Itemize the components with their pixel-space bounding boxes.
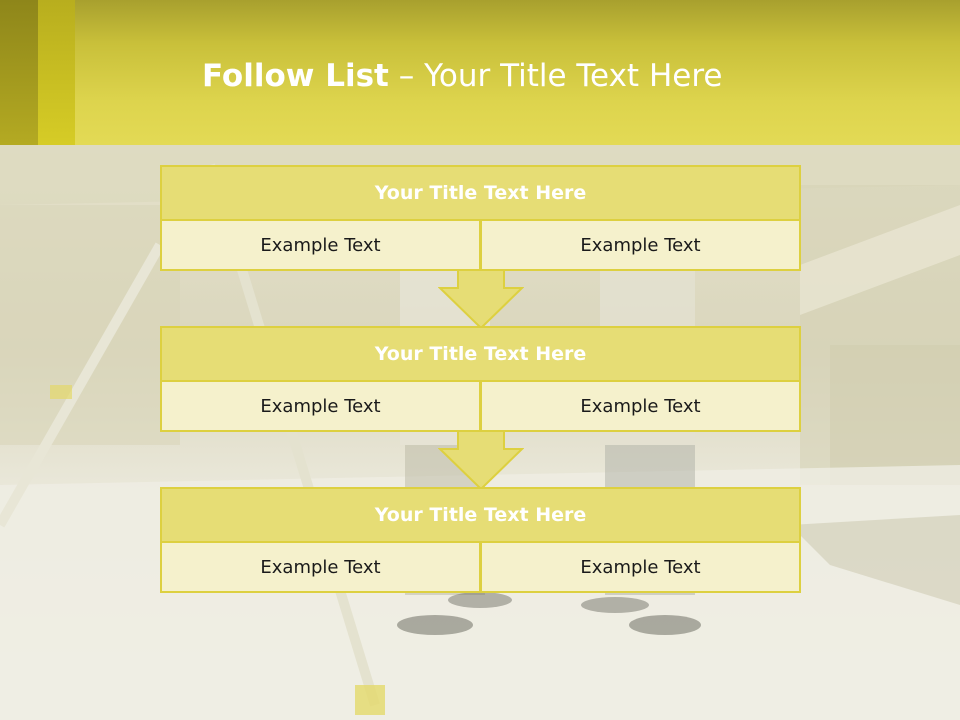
block-row: Example Text Example Text	[160, 543, 801, 593]
title-band: Follow List – Your Title Text Here	[0, 0, 960, 145]
block-cell-left: Example Text	[160, 221, 481, 271]
list-block-3: Your Title Text Here Example Text Exampl…	[160, 487, 801, 593]
slide-title-bold: Follow List	[202, 58, 389, 94]
down-arrow-icon	[438, 270, 524, 330]
down-arrow-icon	[438, 431, 524, 491]
slide-title: Follow List – Your Title Text Here	[202, 54, 722, 98]
block-cell-right: Example Text	[481, 382, 801, 432]
accent-strip	[0, 0, 38, 145]
block-cell-right: Example Text	[481, 221, 801, 271]
block-cell-left: Example Text	[160, 382, 481, 432]
block-cell-right: Example Text	[481, 543, 801, 593]
block-row: Example Text Example Text	[160, 221, 801, 271]
list-block-2: Your Title Text Here Example Text Exampl…	[160, 326, 801, 432]
block-title: Your Title Text Here	[160, 487, 801, 543]
slide-title-rest: – Your Title Text Here	[398, 58, 723, 94]
block-title: Your Title Text Here	[160, 326, 801, 382]
list-block-1: Your Title Text Here Example Text Exampl…	[160, 165, 801, 271]
block-row: Example Text Example Text	[160, 382, 801, 432]
accent-strip	[38, 0, 75, 145]
block-cell-left: Example Text	[160, 543, 481, 593]
block-title: Your Title Text Here	[160, 165, 801, 221]
